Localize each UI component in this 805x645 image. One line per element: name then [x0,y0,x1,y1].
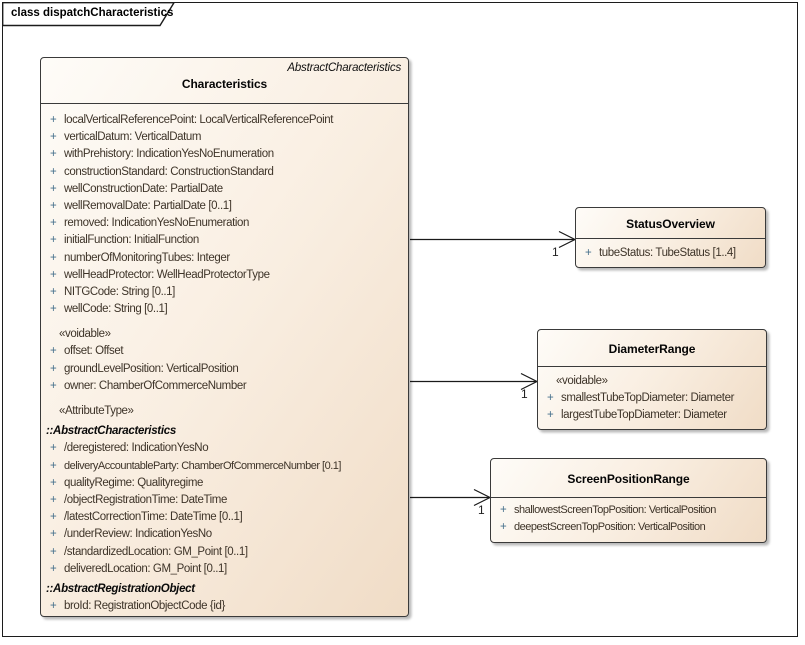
visibility-plus: + [50,114,57,126]
visibility-plus: + [50,562,57,575]
visibility-plus: + [50,379,57,392]
attribute-row: +wellHeadProtector: WellHeadProtectorTyp… [41,268,408,285]
visibility-plus: + [547,409,554,422]
attribute-row: +qualityRegime: Qualityregime [41,476,408,493]
multiplicity-label: 1 [552,245,559,259]
attribute-row: +broId: RegistrationObjectCode {id} [41,599,408,616]
visibility-plus: + [547,392,554,405]
attribute-compartment: +shallowestScreenTopPosition: VerticalPo… [491,498,766,537]
owning-class-label: ::AbstractCharacteristics [46,425,176,438]
attribute-row: +numberOfMonitoringTubes: Integer [41,251,408,268]
attribute-compartment: +tubeStatus: TubeStatus [1..4] [576,239,765,263]
class-name: ScreenPositionRange [567,472,690,486]
class-name: DiameterRange [608,342,696,356]
attribute-row: +owner: ChamberOfCommerceNumber [41,379,408,396]
visibility-plus: + [50,362,57,375]
visibility-plus: + [50,528,57,541]
attribute-row: +removed: IndicationYesNoEnumeration [41,216,408,233]
attribute-row: +wellConstructionDate: PartialDate [41,182,408,199]
visibility-plus: + [50,545,57,558]
visibility-plus: + [50,303,57,316]
attribute-row: +/underReview: IndicationYesNo [41,527,408,544]
class-header: AbstractCharacteristics Characteristics [41,58,408,104]
visibility-plus: + [50,600,57,613]
stereotype-label: «voidable» [59,328,111,341]
attribute-compartment: +localVerticalReferencePoint: LocalVerti… [41,104,408,616]
class-name: Characteristics [181,77,268,91]
visibility-plus: + [500,504,507,516]
attribute-row: +tubeStatus: TubeStatus [1..4] [576,246,765,263]
frame-title: class dispatchCharacteristics [11,7,174,19]
visibility-plus: + [50,511,57,524]
attribute-row: +verticalDatum: VerticalDatum [41,130,408,147]
visibility-plus: + [50,217,57,230]
attribute-row: +smallestTubeTopDiameter: Diameter [538,391,766,408]
parent-stereotype-label: AbstractCharacteristics [287,62,401,74]
visibility-plus: + [50,493,57,506]
attribute-row: +NITGCode: String [0..1] [41,285,408,302]
visibility-plus: + [50,182,57,195]
class-box-status-overview[interactable]: StatusOverview +tubeStatus: TubeStatus [… [575,207,766,268]
visibility-plus: + [50,234,57,247]
attribute-row: +wellCode: String [0..1] [41,302,408,319]
stereotype-label: «voidable» [556,375,608,387]
visibility-plus: + [50,199,57,212]
class-name: StatusOverview [626,217,715,231]
visibility-plus: + [50,476,57,489]
class-header: ScreenPositionRange [491,459,766,498]
visibility-plus: + [50,251,57,264]
class-header: StatusOverview [576,208,765,239]
attribute-row: +localVerticalReferencePoint: LocalVerti… [41,113,408,130]
visibility-plus: + [50,131,57,144]
class-box-characteristics[interactable]: AbstractCharacteristics Characteristics … [40,57,409,617]
attribute-row: +wellRemovalDate: PartialDate [0..1] [41,199,408,216]
class-box-screen-position-range[interactable]: ScreenPositionRange +shallowestScreenTop… [490,458,767,543]
owning-class-label: ::AbstractRegistrationObject [46,582,195,595]
attribute-row: +shallowestScreenTopPosition: VerticalPo… [491,503,766,520]
attribute-row: +deliveredLocation: GM_Point [0..1] [41,562,408,579]
stereotype-label: «AttributeType» [59,405,134,417]
diagram-frame [2,2,798,637]
attribute-row: +/standardizedLocation: GM_Point [0..1] [41,545,408,562]
visibility-plus: + [50,442,57,455]
visibility-plus: + [50,345,57,358]
attribute-row: +/objectRegistrationTime: DateTime [41,493,408,510]
visibility-plus: + [500,521,507,534]
attribute-row: +offset: Offset [41,344,408,361]
attribute-row: +/deregistered: IndicationYesNo [41,441,408,458]
attribute-row: +groundLevelPosition: VerticalPosition [41,362,408,379]
attribute-row: +withPrehistory: IndicationYesNoEnumerat… [41,147,408,164]
attribute-row: +/latestCorrectionTime: DateTime [0..1] [41,510,408,527]
attribute-row: +initialFunction: InitialFunction [41,233,408,250]
visibility-plus: + [50,268,57,281]
attribute-row: +largestTubeTopDiameter: Diameter [538,408,766,425]
attribute-row: +deepestScreenTopPosition: VerticalPosit… [491,520,766,537]
class-box-diameter-range[interactable]: DiameterRange «voidable» +smallestTubeTo… [537,329,767,430]
visibility-plus: + [50,148,57,161]
class-header: DiameterRange [538,330,766,367]
attribute-row: +constructionStandard: ConstructionStand… [41,165,408,182]
attribute-row: +deliveryAccountableParty: ChamberOfComm… [41,459,408,476]
visibility-plus: + [585,247,592,259]
attribute-compartment: «voidable» +smallestTubeTopDiameter: Dia… [538,367,766,426]
multiplicity-label: 1 [478,503,485,517]
visibility-plus: + [50,165,57,178]
visibility-plus: + [50,459,57,472]
multiplicity-label: 1 [521,387,528,401]
visibility-plus: + [50,285,57,298]
